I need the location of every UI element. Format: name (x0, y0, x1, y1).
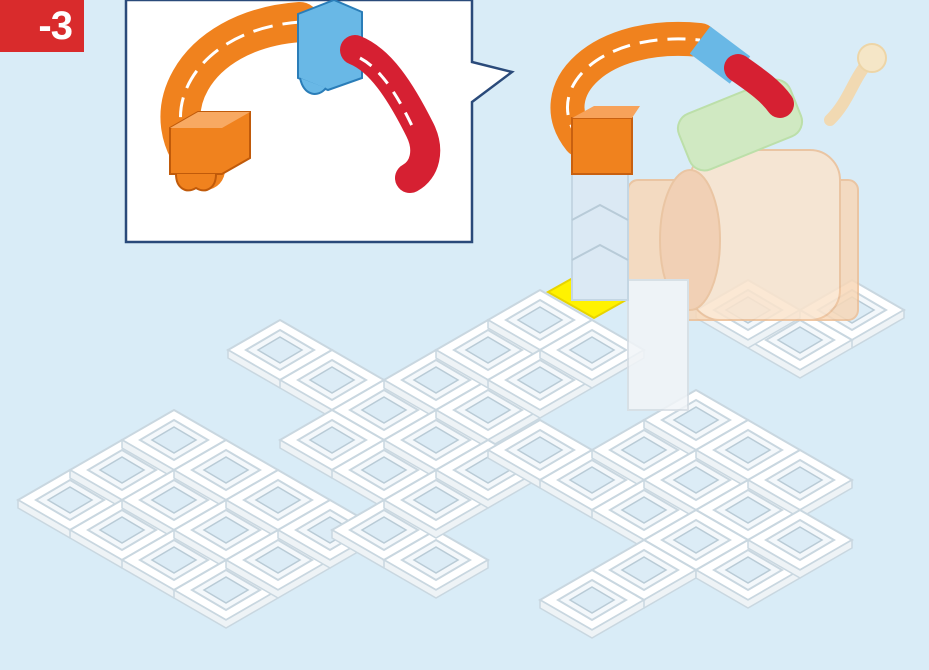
base-tile-grid (18, 280, 904, 638)
step-badge: -3 (0, 0, 84, 52)
detail-callout (126, 0, 512, 242)
support-pillar (572, 170, 628, 300)
